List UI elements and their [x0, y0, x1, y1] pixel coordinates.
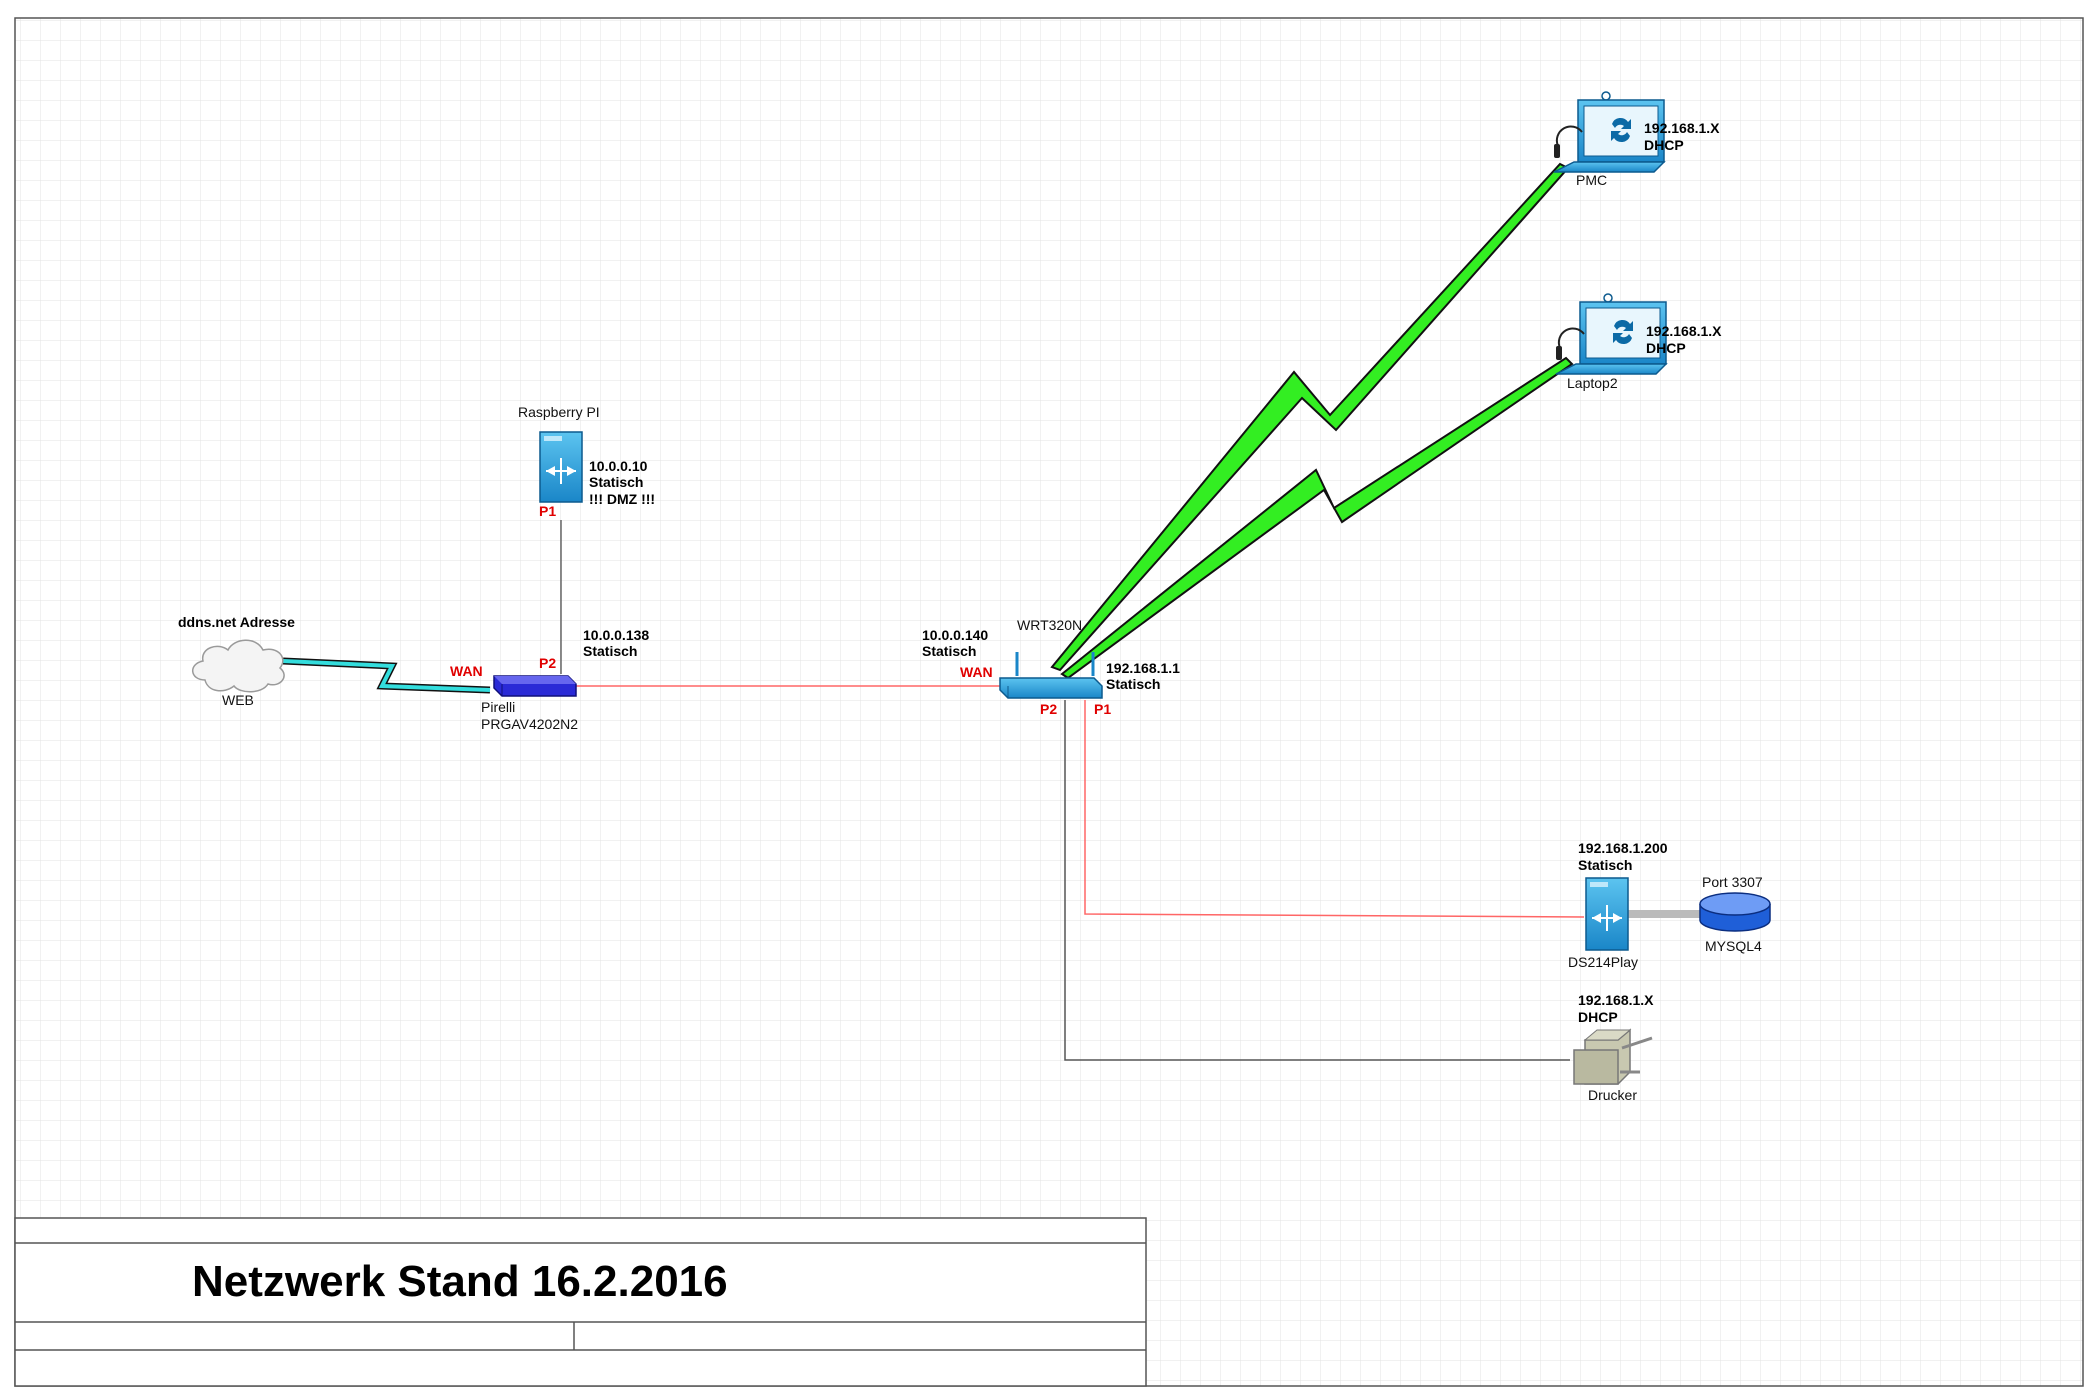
ds214-ip: 192.168.1.200 — [1578, 840, 1668, 856]
wrt-name: WRT320N — [1017, 617, 1082, 633]
wrt-port-wan: WAN — [960, 664, 993, 680]
wrt-wan-ip: 10.0.0.140 — [922, 627, 988, 643]
link-wrt-ds214 — [1084, 700, 1585, 918]
ds214-name: DS214Play — [1568, 954, 1638, 970]
laptop2-mode: DHCP — [1646, 340, 1686, 356]
pmc-name: PMC — [1576, 172, 1607, 188]
wrt-port-p2: P2 — [1040, 701, 1057, 717]
pirelli-name-line1: Pirelli — [481, 699, 515, 715]
link-wrt-printer — [1064, 700, 1570, 1061]
mysql-name: MYSQL4 — [1705, 938, 1762, 954]
cloud-label: WEB — [222, 692, 254, 708]
pirelli-name-line2: PRGAV4202N2 — [481, 716, 578, 732]
cloud-top-label: ddns.net Adresse — [178, 614, 295, 630]
laptop-icon[interactable] — [1553, 91, 1666, 173]
server-icon[interactable] — [539, 431, 583, 503]
laptop2-ip: 192.168.1.X — [1646, 323, 1722, 339]
wireless-router-icon[interactable] — [999, 652, 1103, 699]
raspberry-port: P1 — [539, 503, 556, 519]
pirelli-port-wan: WAN — [450, 663, 483, 679]
laptop2-name: Laptop2 — [1567, 375, 1618, 391]
pirelli-ip: 10.0.0.138 — [583, 627, 649, 643]
pmc-ip: 192.168.1.X — [1644, 120, 1720, 136]
raspberry-ip: 10.0.0.10 — [589, 458, 648, 474]
title-block — [14, 1217, 1147, 1387]
mysql-port: Port 3307 — [1702, 874, 1763, 890]
printer-ip: 192.168.1.X — [1578, 992, 1654, 1008]
raspberry-mode: Statisch — [589, 474, 643, 490]
pirelli-mode: Statisch — [583, 643, 637, 659]
server-icon[interactable] — [1585, 877, 1629, 951]
page-title: Netzwerk Stand 16.2.2016 — [192, 1257, 728, 1306]
database-icon[interactable] — [1699, 892, 1771, 932]
printer-mode: DHCP — [1578, 1009, 1618, 1025]
wrt-wan-mode: Statisch — [922, 643, 976, 659]
modem-router-icon[interactable] — [493, 675, 577, 697]
raspberry-name: Raspberry PI — [518, 404, 600, 420]
laptop-icon[interactable] — [1555, 293, 1668, 375]
printer-name: Drucker — [1588, 1087, 1637, 1103]
wrt-lan-ip: 192.168.1.1 — [1106, 660, 1180, 676]
printer-icon[interactable] — [1573, 1028, 1653, 1085]
pmc-mode: DHCP — [1644, 137, 1684, 153]
raspberry-note: !!! DMZ !!! — [589, 491, 655, 507]
ds214-mode: Statisch — [1578, 857, 1632, 873]
wrt-port-p1: P1 — [1094, 701, 1111, 717]
pirelli-port-p2: P2 — [539, 655, 556, 671]
grid-background — [14, 17, 2084, 1387]
wireless-link-laptop2 — [1060, 356, 1574, 680]
wrt-lan-mode: Statisch — [1106, 676, 1160, 692]
cloud-icon[interactable] — [192, 639, 285, 693]
